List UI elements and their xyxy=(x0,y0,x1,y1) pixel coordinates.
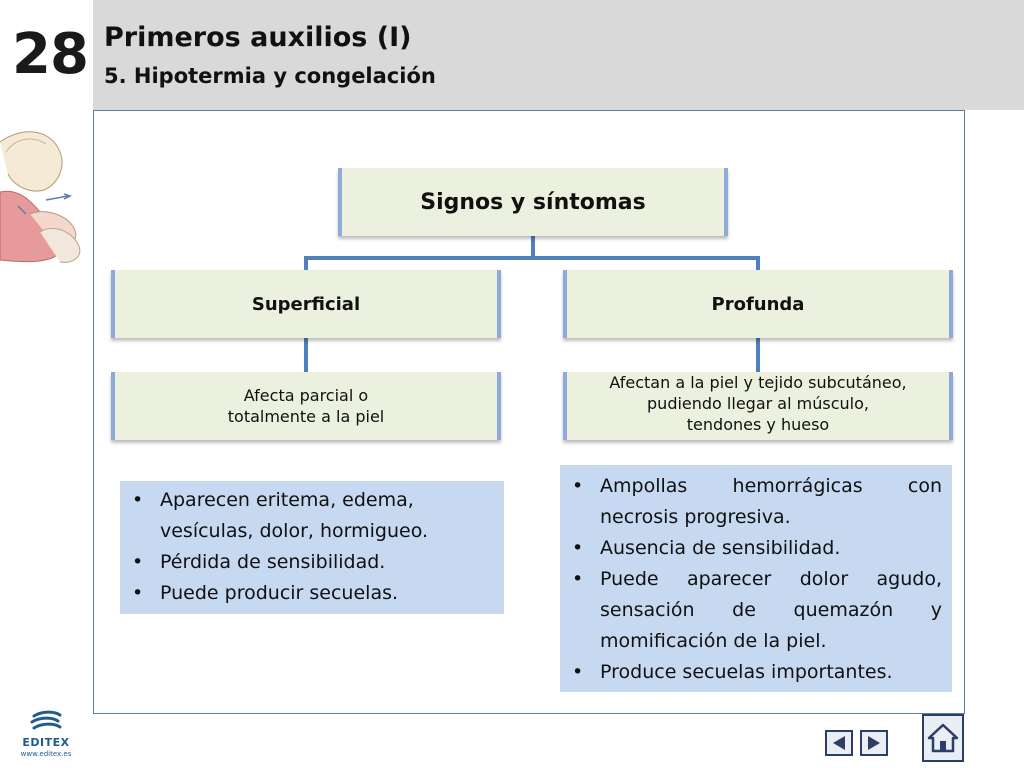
next-slide-button[interactable] xyxy=(860,730,888,756)
superficial-symptoms-panel: Aparecen eritema, edema, vesículas, dolo… xyxy=(120,481,504,614)
editex-logo-icon xyxy=(30,710,62,730)
triangle-left-icon xyxy=(833,736,845,750)
list-item: Aparecen eritema, edema, vesículas, dolo… xyxy=(120,485,494,547)
previous-slide-button[interactable] xyxy=(825,730,853,756)
home-button[interactable] xyxy=(922,714,964,762)
root-node-label: Signos y síntomas xyxy=(420,189,646,215)
page-subtitle: 5. Hipotermia y congelación xyxy=(104,64,436,88)
profunda-node-box: Profunda xyxy=(563,270,953,338)
list-item: Pérdida de sensibilidad. xyxy=(120,547,494,578)
profunda-description: Afectan a la piel y tejido subcutáneo, p… xyxy=(609,373,907,434)
logo-name: EDITEX xyxy=(22,736,70,749)
profunda-symptoms-list: Ampollas hemorrágicas con necrosis progr… xyxy=(560,471,942,688)
house-icon xyxy=(927,723,959,753)
superficial-description-box: Afecta parcial o totalmente a la piel xyxy=(111,372,501,440)
root-node-box: Signos y síntomas xyxy=(338,168,728,236)
superficial-node-box: Superficial xyxy=(111,270,501,338)
header-band xyxy=(93,0,1024,110)
page-title: Primeros auxilios (I) xyxy=(104,22,412,53)
chapter-number: 28 xyxy=(12,22,89,87)
list-item: Puede aparecer dolor agudo, sensación de… xyxy=(560,564,942,657)
editex-logo: EDITEX www.editex.es xyxy=(14,710,78,762)
triangle-right-icon xyxy=(868,736,880,750)
first-aid-illustration xyxy=(0,131,81,263)
profunda-description-box: Afectan a la piel y tejido subcutáneo, p… xyxy=(563,372,953,440)
list-item: Produce secuelas importantes. xyxy=(560,657,942,688)
list-item: Puede producir secuelas. xyxy=(120,578,494,609)
logo-url: www.editex.es xyxy=(20,750,72,758)
profunda-symptoms-panel: Ampollas hemorrágicas con necrosis progr… xyxy=(560,465,952,692)
list-item: Ausencia de sensibilidad. xyxy=(560,533,942,564)
superficial-symptoms-list: Aparecen eritema, edema, vesículas, dolo… xyxy=(120,485,494,609)
profunda-node-label: Profunda xyxy=(711,293,805,315)
superficial-node-label: Superficial xyxy=(251,293,361,315)
list-item: Ampollas hemorrágicas con necrosis progr… xyxy=(560,471,942,533)
superficial-description: Afecta parcial o totalmente a la piel xyxy=(227,386,385,426)
